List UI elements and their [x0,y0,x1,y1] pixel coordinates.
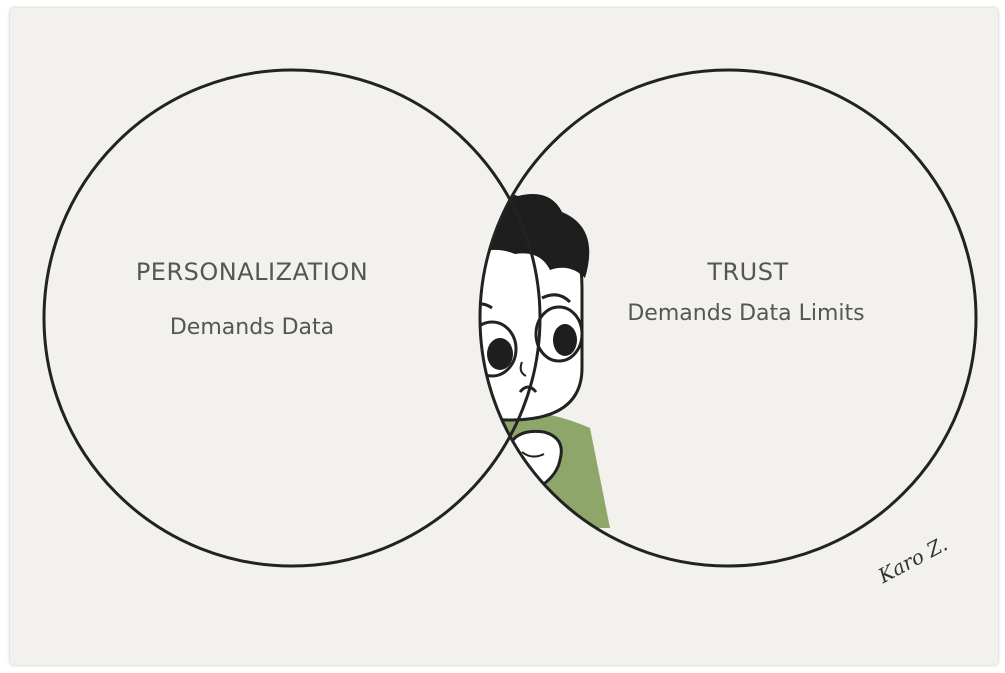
nose [519,361,527,377]
right-pupil [553,324,577,356]
artist-signature: Karo Z. [873,532,951,589]
worried-character-illustration [480,192,610,528]
personalization-circle [42,68,542,568]
personalization-subtitle: Demands Data [170,315,334,340]
personalization-title: PERSONALIZATION [136,258,368,286]
venn-diagram: PERSONALIZATION Demands Data TRUST Deman… [42,68,978,589]
finger-line [521,451,545,458]
right-eyebrow [541,293,572,304]
diagram-card: PERSONALIZATION Demands Data TRUST Deman… [10,8,998,665]
shirt [480,410,610,528]
trust-circle [478,68,978,568]
trust-title: TRUST [706,258,788,286]
frown-mouth [518,385,538,393]
left-pupil [487,338,513,370]
left-eyebrow [480,302,493,314]
hair [480,192,590,280]
trust-subtitle: Demands Data Limits [627,301,864,326]
finger-line [480,451,487,458]
